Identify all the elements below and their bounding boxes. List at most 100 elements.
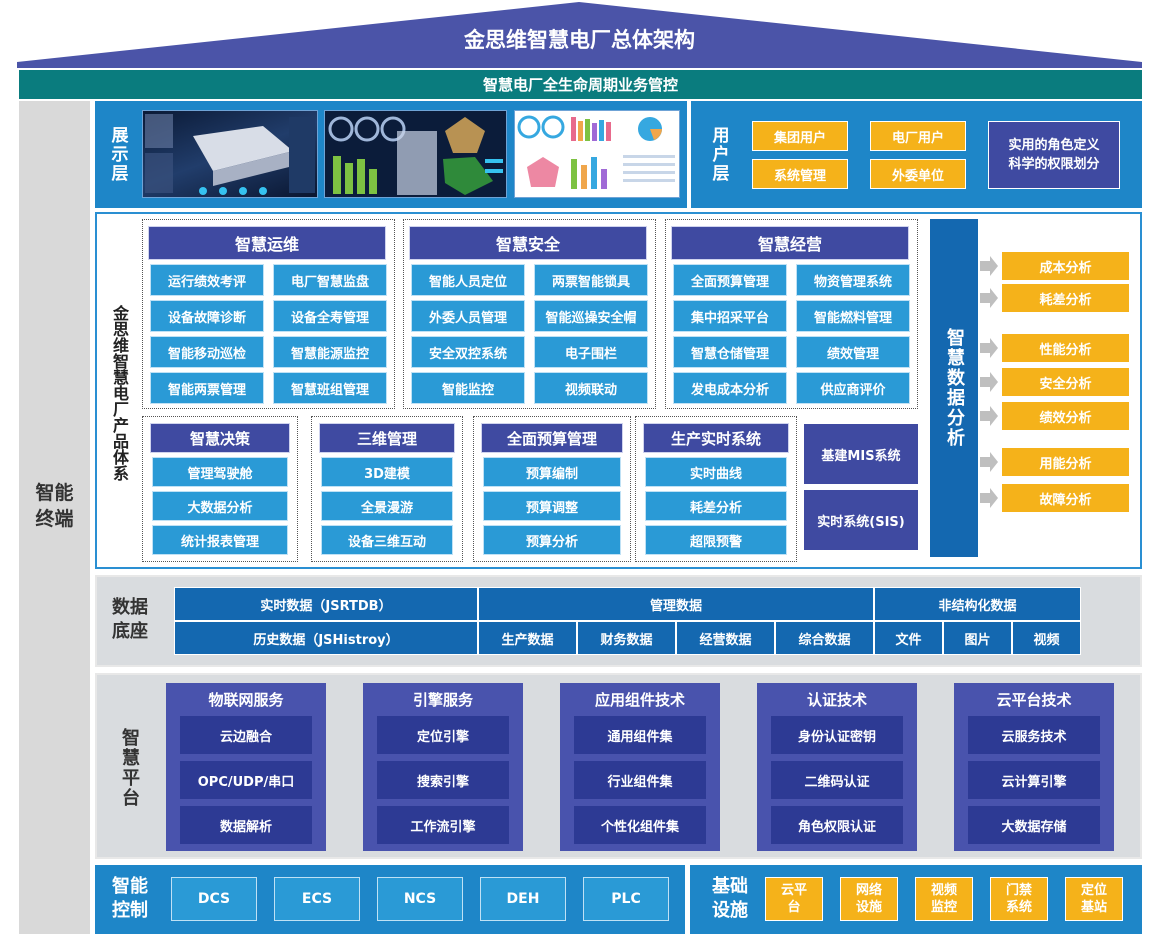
product-item[interactable]: 智能人员定位: [411, 264, 525, 296]
platform-item[interactable]: 云服务技术: [968, 716, 1100, 754]
platform-item[interactable]: 数据解析: [180, 806, 312, 844]
product-item[interactable]: 设备全寿管理: [273, 300, 387, 332]
platform-item[interactable]: 工作流引擎: [377, 806, 509, 844]
product-item[interactable]: 统计报表管理: [152, 525, 288, 555]
unstructured-data-item: 文件: [874, 621, 943, 655]
arrow-right-icon: [980, 256, 998, 276]
platform-item[interactable]: 行业组件集: [574, 761, 706, 799]
user-plant-button[interactable]: 电厂用户: [870, 121, 966, 151]
unstructured-data-item: 图片: [943, 621, 1012, 655]
analysis-item[interactable]: 安全分析: [1002, 368, 1129, 396]
management-data-cell: 管理数据: [478, 587, 874, 621]
control-item[interactable]: PLC: [583, 877, 669, 921]
roof-banner: [17, 2, 1142, 68]
page-title: 金思维智慧电厂总体架构: [464, 28, 695, 52]
platform-item[interactable]: 大数据存储: [968, 806, 1100, 844]
platform-item[interactable]: 搜索引擎: [377, 761, 509, 799]
product-item[interactable]: 两票智能锁具: [534, 264, 648, 296]
product-item[interactable]: 运行绩效考评: [150, 264, 264, 296]
platform-item[interactable]: 通用组件集: [574, 716, 706, 754]
product-item[interactable]: 发电成本分析: [673, 372, 787, 404]
product-item[interactable]: 智慧仓储管理: [673, 336, 787, 368]
infrastructure-item-line2: 台: [787, 900, 801, 915]
platform-column-title: 物联网服务: [208, 690, 284, 709]
product-item[interactable]: 视频联动: [534, 372, 648, 404]
product-item[interactable]: 智能燃料管理: [796, 300, 910, 332]
product-item[interactable]: 安全双控系统: [411, 336, 525, 368]
history-data-cell: 历史数据（JSHistroy）: [174, 621, 478, 655]
arrow-right-icon: [980, 452, 998, 472]
platform-item[interactable]: 个性化组件集: [574, 806, 706, 844]
platform-item[interactable]: 身份认证密钥: [771, 716, 903, 754]
user-contractor-button[interactable]: 外委单位: [870, 159, 966, 189]
product-item[interactable]: 电子围栏: [534, 336, 648, 368]
control-item[interactable]: DCS: [171, 877, 257, 921]
product-item[interactable]: 智能两票管理: [150, 372, 264, 404]
product-item[interactable]: 智能巡操安全帽: [534, 300, 648, 332]
product-item[interactable]: 智能移动巡检: [150, 336, 264, 368]
product-item[interactable]: 预算分析: [483, 525, 621, 555]
control-item[interactable]: DEH: [480, 877, 566, 921]
platform-item[interactable]: OPC/UDP/串口: [180, 761, 312, 799]
infrastructure-item[interactable]: 云平台: [765, 877, 823, 921]
product-item[interactable]: 实时曲线: [645, 457, 787, 487]
control-item[interactable]: NCS: [377, 877, 463, 921]
management-data-item: 财务数据: [577, 621, 676, 655]
product-item[interactable]: 超限预警: [645, 525, 787, 555]
product-item[interactable]: 预算编制: [483, 457, 621, 487]
arrow-right-icon: [980, 372, 998, 392]
arrow-right-icon: [980, 338, 998, 358]
product-item[interactable]: 智慧班组管理: [273, 372, 387, 404]
infrastructure-item[interactable]: 视频监控: [915, 877, 973, 921]
user-layer-label: 用户层: [708, 125, 729, 183]
user-group-button[interactable]: 集团用户: [752, 121, 848, 151]
product-item[interactable]: 外委人员管理: [411, 300, 525, 332]
product-item[interactable]: 电厂智慧监盘: [273, 264, 387, 296]
product-item[interactable]: 管理驾驶舱: [152, 457, 288, 487]
product-item[interactable]: 大数据分析: [152, 491, 288, 521]
platform-column-title: 引擎服务: [412, 690, 473, 709]
infrastructure-item[interactable]: 门禁系统: [990, 877, 1048, 921]
analysis-item[interactable]: 成本分析: [1002, 252, 1129, 280]
analysis-item[interactable]: 性能分析: [1002, 334, 1129, 362]
platform-item[interactable]: 定位引擎: [377, 716, 509, 754]
analysis-item[interactable]: 绩效分析: [1002, 402, 1129, 430]
product-item[interactable]: 物资管理系统: [796, 264, 910, 296]
control-label: 智能控制: [100, 871, 160, 927]
product-item[interactable]: 智慧能源监控: [273, 336, 387, 368]
product-item[interactable]: 集中招采平台: [673, 300, 787, 332]
product-item[interactable]: 智能监控: [411, 372, 525, 404]
platform-item[interactable]: 云计算引擎: [968, 761, 1100, 799]
terminal-label: 智能终端: [19, 480, 90, 532]
analysis-item[interactable]: 故障分析: [1002, 484, 1129, 512]
user-sysadmin-button[interactable]: 系统管理: [752, 159, 848, 189]
terminal-column: [19, 101, 90, 934]
dashboard-thumbnail-charts: [514, 110, 680, 198]
product-group-title: 三维管理: [319, 423, 455, 453]
infrastructure-item-line1: 门禁: [1005, 883, 1032, 898]
infrastructure-text: 基础设施: [712, 876, 748, 921]
role-note-line2: 科学的权限划分: [1008, 157, 1100, 172]
product-item[interactable]: 3D建模: [321, 457, 453, 487]
infrastructure-item[interactable]: 定位基站: [1065, 877, 1123, 921]
product-item[interactable]: 绩效管理: [796, 336, 910, 368]
product-item[interactable]: 耗差分析: [645, 491, 787, 521]
platform-column-title: 认证技术: [806, 690, 867, 709]
product-item[interactable]: 供应商评价: [796, 372, 910, 404]
control-item[interactable]: ECS: [274, 877, 360, 921]
infrastructure-item[interactable]: 网络设施: [840, 877, 898, 921]
platform-column-title: 云平台技术: [996, 690, 1072, 709]
platform-item[interactable]: 二维码认证: [771, 761, 903, 799]
product-item[interactable]: 全景漫游: [321, 491, 453, 521]
product-item[interactable]: 设备三维互动: [321, 525, 453, 555]
unstructured-data-cell: 非结构化数据: [874, 587, 1081, 621]
platform-item[interactable]: 云边融合: [180, 716, 312, 754]
product-group-title: 智慧安全: [409, 226, 647, 260]
lifecycle-bar: 智慧电厂全生命周期业务管控: [19, 70, 1142, 99]
product-item[interactable]: 设备故障诊断: [150, 300, 264, 332]
product-item[interactable]: 全面预算管理: [673, 264, 787, 296]
analysis-item[interactable]: 耗差分析: [1002, 284, 1129, 312]
platform-item[interactable]: 角色权限认证: [771, 806, 903, 844]
analysis-item[interactable]: 用能分析: [1002, 448, 1129, 476]
product-item[interactable]: 预算调整: [483, 491, 621, 521]
